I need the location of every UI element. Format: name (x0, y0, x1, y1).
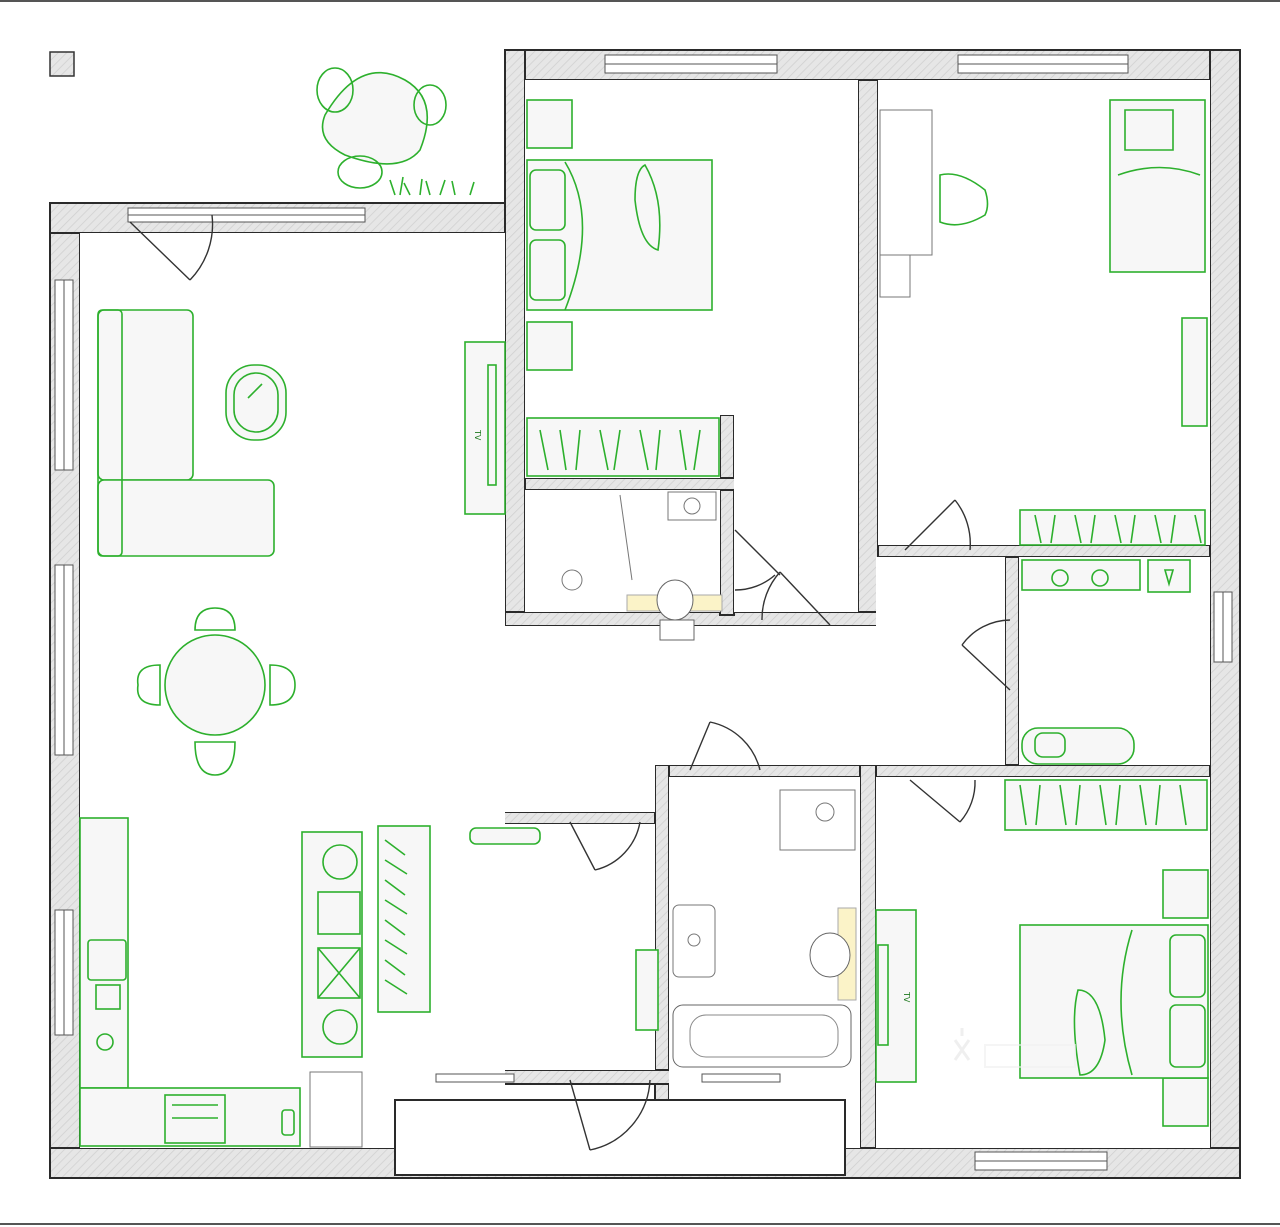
l-shaped-sofa (97, 309, 275, 557)
tv-label-living: TV (473, 429, 482, 441)
windows (54, 54, 1233, 1171)
bedroom1-furniture (526, 99, 720, 477)
wc-fixtures (561, 491, 723, 641)
tv-unit-living: TV (464, 341, 506, 515)
kitchen-counter (79, 817, 301, 1147)
legend-square (49, 51, 75, 77)
tv-label-bedroom: TV (902, 991, 911, 1003)
dining-set (136, 607, 296, 776)
bathroom-fixtures (635, 789, 857, 1068)
pantry-cabinet (309, 1071, 363, 1148)
bedroom2-furniture (879, 99, 1208, 546)
doors (129, 214, 1011, 1151)
walk-in-closet-rack (377, 825, 541, 1013)
appliance-column (301, 831, 363, 1058)
small-bathroom-fixtures (1021, 559, 1191, 765)
coffee-table (225, 364, 287, 441)
bedroom3-furniture: TV (875, 779, 1209, 1127)
watermark-logo (953, 1028, 1076, 1068)
terrace-table-set (316, 67, 475, 196)
